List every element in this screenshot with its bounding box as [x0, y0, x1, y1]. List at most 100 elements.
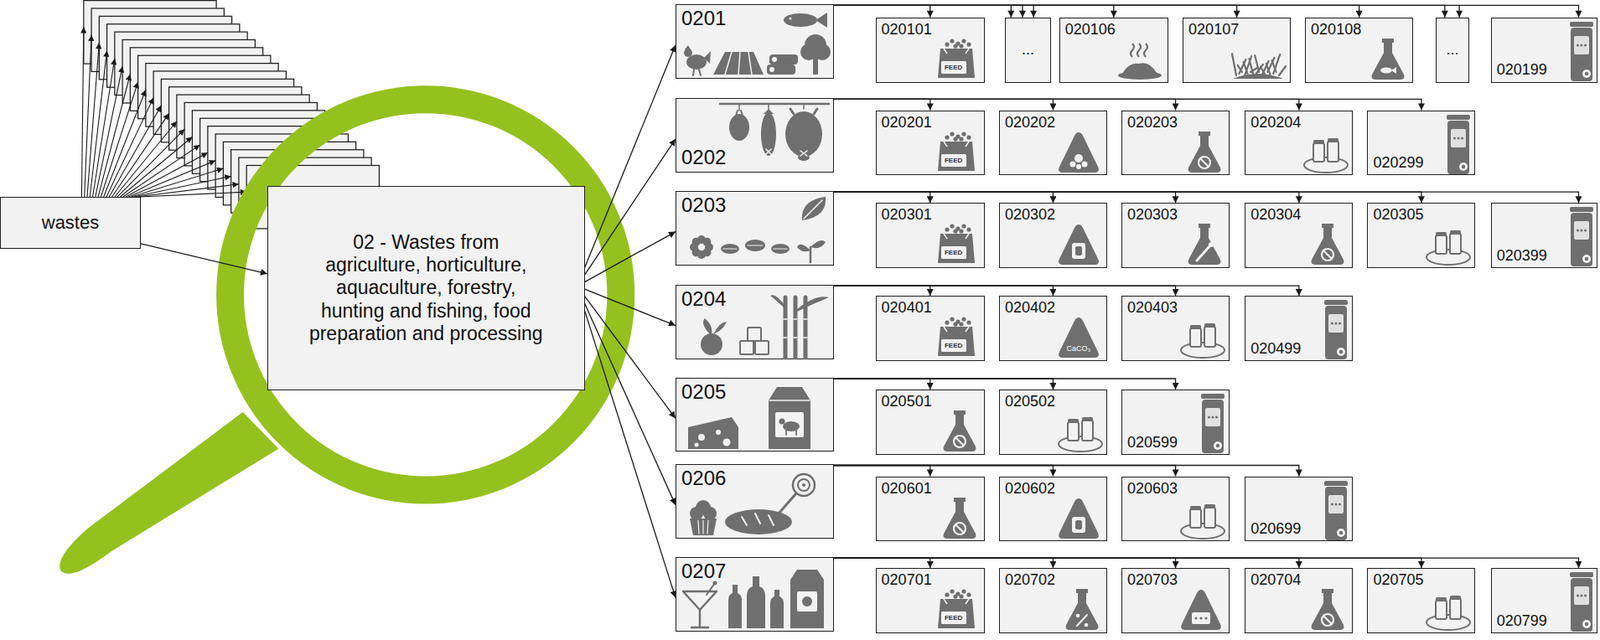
- waste-bin-icon: [1201, 393, 1225, 399]
- connector-arrow: [140, 243, 268, 275]
- icon-label: FEED: [942, 612, 966, 624]
- chapter-box: 0205: [675, 377, 834, 453]
- waste-bin-icon: [1460, 136, 1464, 140]
- residue-triangle-icon: [1081, 160, 1088, 167]
- connector-arrow: [833, 558, 1054, 569]
- waste-bin-icon: [1336, 347, 1346, 357]
- connector-arrow: [585, 303, 676, 506]
- dairy-icons: [779, 418, 786, 425]
- petri-dish-icon: [1327, 141, 1339, 162]
- connector-arrow: [833, 98, 1422, 110]
- node-label: 020203: [1127, 113, 1178, 132]
- connector-arrow: [585, 139, 676, 275]
- icon-label: FEED: [942, 155, 966, 166]
- lab-flask-icon: [1076, 614, 1081, 619]
- connector-arrow: [833, 285, 1054, 296]
- code-box: 020202: [999, 110, 1108, 177]
- feed-bag-icon: [949, 589, 954, 594]
- plant-icons: [699, 243, 705, 250]
- waste-bin-icon: [1324, 481, 1348, 541]
- beverage-icons: [683, 591, 717, 611]
- meat-fish-icons: [766, 149, 772, 155]
- fan-arrow: [95, 66, 123, 197]
- petri-dish-icon: [1426, 615, 1471, 631]
- feed-bag-icon: [966, 227, 971, 233]
- feed-bag-icon: [958, 136, 964, 141]
- waste-bin-icon: [1569, 21, 1594, 82]
- waste-bin-icon: [1446, 114, 1471, 175]
- node-label: 0203: [681, 193, 726, 218]
- plant-icons: [702, 237, 711, 246]
- dairy-icons: [775, 412, 804, 438]
- petri-dish-icon: [1327, 138, 1339, 143]
- feed-bag-icon: [943, 599, 969, 605]
- agriculture-icons: [812, 56, 819, 75]
- waste-bin-icon: [1339, 350, 1343, 354]
- waste-bin-icon: [1569, 572, 1594, 632]
- meat-fish-icons: [800, 150, 808, 156]
- feed-bag-icon: [961, 131, 966, 136]
- bakery-icons: [802, 483, 806, 487]
- code-box: 020201FEED: [875, 110, 985, 177]
- connector-arrow: [833, 378, 1176, 390]
- bakery-icons: [755, 513, 761, 524]
- bakery-icons: [741, 517, 747, 526]
- plant-icons: [773, 248, 788, 249]
- petri-dish-icon: [1435, 235, 1447, 254]
- code-box: 020204: [1244, 110, 1353, 177]
- lab-flask-icon: [1188, 223, 1222, 265]
- feed-bag-icon: [937, 316, 975, 357]
- extra-arrow: [1010, 5, 1012, 17]
- feed-bag-icon: [958, 594, 964, 599]
- lab-flask-icon: [942, 497, 976, 539]
- petri-dish-icon: [1204, 326, 1216, 347]
- feed-bag-icon: [941, 154, 967, 167]
- node-label: 020603: [1127, 480, 1178, 498]
- residue-triangle-icon: [1058, 224, 1099, 265]
- residue-triangle-icon: [1071, 517, 1086, 534]
- sugar-icons: [740, 341, 754, 355]
- lab-flask-icon: [1208, 242, 1214, 248]
- feed-bag-icon: [937, 599, 975, 629]
- petri-dish-icon: [1082, 417, 1093, 422]
- code-box: ...: [1004, 17, 1052, 83]
- straw-pile-icon: [1232, 73, 1284, 79]
- waste-bin-icon: [1211, 416, 1215, 420]
- waste-bin-icon: [1328, 314, 1344, 333]
- icon-label: FEED: [942, 247, 966, 259]
- extra-arrow: [1033, 5, 1035, 17]
- residue-triangle-icon: [1076, 164, 1082, 170]
- node-label: 020702: [1004, 571, 1056, 590]
- waste-bin-icon: [1335, 502, 1338, 506]
- meat-fish-icons: [797, 154, 810, 161]
- node-label: ...: [1021, 41, 1035, 59]
- waste-bin-icon: [1325, 486, 1347, 541]
- connector-arrow: [833, 191, 1054, 203]
- waste-bin-icon: [1570, 212, 1593, 267]
- feed-bag-icon: [937, 131, 975, 171]
- agriculture-icons: [738, 51, 741, 75]
- feed-bag-icon: [937, 38, 975, 78]
- waste-bin-icon: [1569, 572, 1594, 578]
- waste-bin-icon: [1579, 595, 1583, 598]
- beverage-icons: [797, 591, 818, 612]
- node-label: 020204: [1250, 113, 1301, 132]
- petri-dish-icon: [1449, 233, 1461, 254]
- lab-flask-icon: [953, 435, 966, 448]
- sugar-icons: [713, 321, 727, 335]
- lab-flask-icon: [1065, 589, 1098, 631]
- lab-flask-icon: [1198, 156, 1211, 169]
- code-box: 020402CaCO₃: [999, 295, 1108, 362]
- petri-dish-icon: [1426, 249, 1471, 265]
- feed-bag-icon: [937, 141, 975, 171]
- waste-bin-icon: [1201, 399, 1224, 454]
- feed-bag-icon: [949, 316, 954, 322]
- chapter-box: 0207: [675, 557, 834, 632]
- sugar-icons: [803, 318, 808, 321]
- plant-icons: [771, 243, 790, 254]
- residue-triangle-icon: [1191, 612, 1211, 625]
- node-label: 020599: [1127, 434, 1178, 452]
- lab-flask-icon: [1321, 248, 1334, 261]
- connector-arrow: [833, 466, 1176, 477]
- code-box: 020101FEED: [875, 17, 985, 83]
